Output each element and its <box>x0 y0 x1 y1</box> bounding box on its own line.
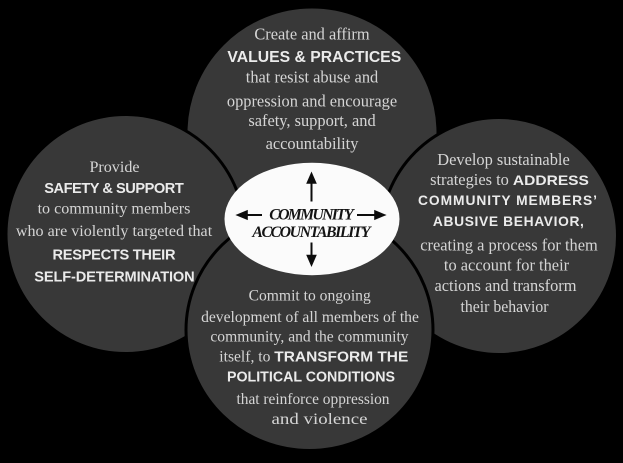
svg-text:that resist abuse and: that resist abuse and <box>246 68 378 87</box>
svg-text:Create and affirm: Create and affirm <box>254 25 370 44</box>
svg-text:actions and transform: actions and transform <box>434 276 576 295</box>
svg-text:community, and the community: community, and the community <box>210 329 408 346</box>
svg-text:that reinforce oppression: that reinforce oppression <box>237 391 390 408</box>
svg-text:oppression and encourage: oppression and encourage <box>227 92 397 111</box>
svg-text:VALUES & PRACTICES: VALUES & PRACTICES <box>227 49 401 66</box>
svg-text:their behavior: their behavior <box>461 297 550 316</box>
svg-text:Commit to ongoing: Commit to ongoing <box>249 288 371 305</box>
svg-text:ABUSIVE BEHAVIOR,: ABUSIVE BEHAVIOR, <box>433 214 584 229</box>
svg-text:SAFETY & SUPPORT: SAFETY & SUPPORT <box>44 181 184 197</box>
svg-text:who are violently targeted tha: who are violently targeted that <box>16 223 213 240</box>
svg-text:SELF-DETERMINATION: SELF-DETERMINATION <box>34 270 194 286</box>
svg-text:RESPECTS THEIR: RESPECTS THEIR <box>53 247 176 263</box>
svg-text:and violence: and violence <box>272 411 368 428</box>
svg-text:strategies to ADDRESS: strategies to ADDRESS <box>430 170 589 189</box>
svg-text:ACCOUNTABILITY: ACCOUNTABILITY <box>251 224 372 241</box>
svg-text:development of all members of: development of all members of the <box>201 309 419 326</box>
svg-text:COMMUNITY MEMBERS’: COMMUNITY MEMBERS’ <box>418 193 597 208</box>
svg-text:itself, to TRANSFORM THE: itself, to TRANSFORM THE <box>219 349 408 366</box>
svg-text:creating a process for them: creating a process for them <box>420 235 598 254</box>
svg-text:to account for their: to account for their <box>444 255 570 274</box>
svg-text:COMMUNITY: COMMUNITY <box>269 207 355 224</box>
svg-text:POLITICAL CONDITIONS: POLITICAL CONDITIONS <box>227 370 395 386</box>
svg-text:Develop sustainable: Develop sustainable <box>437 150 569 169</box>
svg-text:safety, support, and: safety, support, and <box>248 111 375 130</box>
svg-text:accountability: accountability <box>266 134 360 153</box>
svg-text:to community members: to community members <box>38 201 191 218</box>
svg-text:Provide: Provide <box>89 159 139 176</box>
